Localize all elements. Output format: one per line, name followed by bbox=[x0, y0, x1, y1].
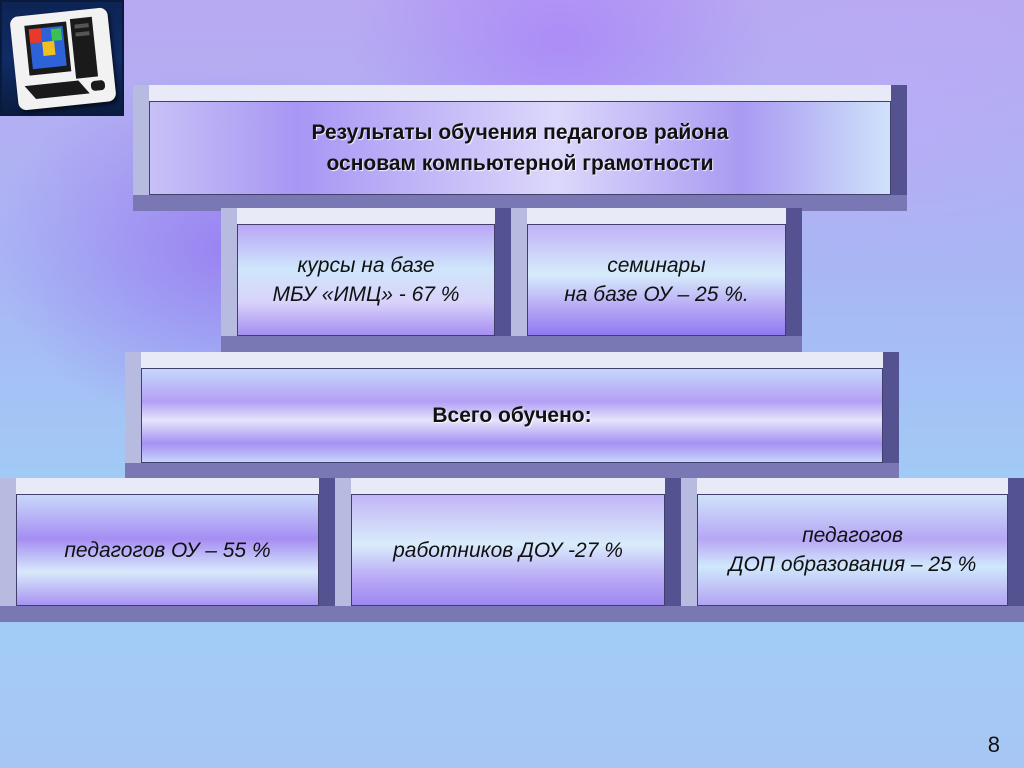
title-line-2: основам компьютерной грамотности bbox=[326, 152, 714, 175]
kindergartens-box: работников ДОУ -27 % bbox=[335, 478, 681, 622]
total-label: Всего обучено: bbox=[432, 404, 592, 427]
total-box: Всего обучено: bbox=[125, 352, 899, 479]
title-line-1: Результаты обучения педагогов района bbox=[311, 121, 729, 144]
seminars-line-2: на базе ОУ – 25 %. bbox=[564, 283, 749, 306]
title-box: Результаты обучения педагогов района осн… bbox=[133, 85, 907, 211]
computer-logo-icon bbox=[0, 0, 124, 116]
kindergartens-line-1: работников ДОУ -27 % bbox=[393, 538, 623, 562]
additional-education-box: педагогов ДОП образования – 25 % bbox=[681, 478, 1024, 622]
courses-line-1: курсы на базе bbox=[297, 254, 435, 277]
page-title: Результаты обучения педагогов района осн… bbox=[312, 117, 729, 179]
seminars-box: семинары на базе ОУ – 25 %. bbox=[511, 208, 802, 352]
courses-box: курсы на базе МБУ «ИМЦ» - 67 % bbox=[221, 208, 511, 352]
computer-icon bbox=[24, 16, 106, 100]
additional-education-line-2: ДОП образования – 25 % bbox=[728, 553, 977, 576]
schools-box: педагогов ОУ – 55 % bbox=[0, 478, 335, 622]
seminars-line-1: семинары bbox=[607, 254, 706, 277]
page-number: 8 bbox=[987, 732, 1000, 757]
courses-line-2: МБУ «ИМЦ» - 67 % bbox=[272, 283, 460, 306]
logo-card bbox=[9, 7, 117, 111]
schools-line-1: педагогов ОУ – 55 % bbox=[64, 538, 271, 562]
additional-education-line-1: педагогов bbox=[802, 524, 903, 547]
